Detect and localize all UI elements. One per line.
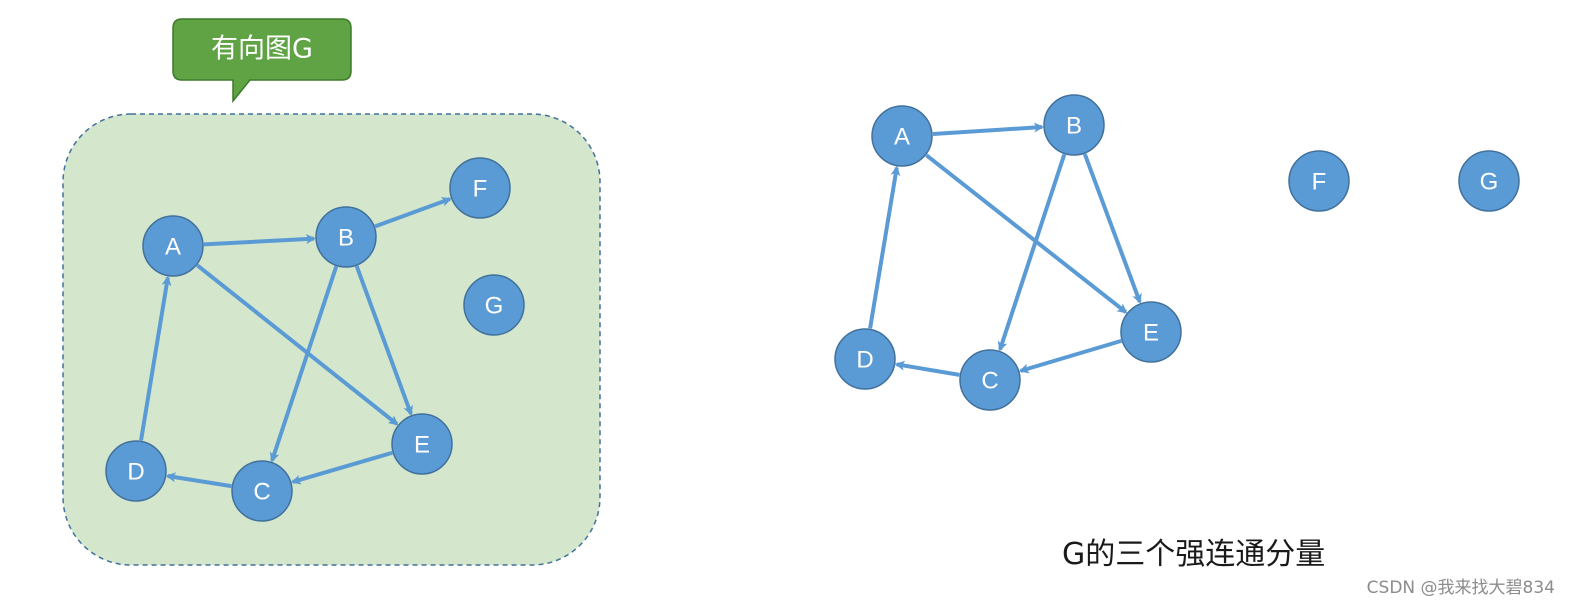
right-node-d-label: D — [856, 347, 873, 374]
left-node-f-label: F — [473, 176, 488, 203]
right-node-e: E — [1120, 301, 1182, 363]
right-node-b-circle — [1043, 94, 1105, 156]
left-node-e-label: E — [414, 432, 430, 459]
left-node-c-label: C — [253, 479, 270, 506]
left-node-g: G — [463, 274, 525, 336]
watermark: CSDN @我来找大碧834 — [1366, 578, 1555, 598]
left-graph-edges — [139, 197, 452, 489]
right-node-b: B — [1043, 94, 1105, 156]
right-node-f-label: F — [1312, 169, 1327, 196]
callout-bubble: 有向图G — [172, 18, 352, 104]
right-node-a-label: A — [894, 124, 910, 151]
left-node-a: A — [142, 215, 204, 277]
left-node-a-circle — [142, 215, 204, 277]
caption-strongly-connected-components: G的三个强连通分量 — [1062, 537, 1326, 572]
right-edge-b-to-e — [1082, 153, 1142, 304]
callout-label: 有向图G — [211, 34, 313, 65]
left-node-b: B — [315, 206, 377, 268]
right-edge-b-to-c — [997, 153, 1067, 352]
left-node-c-circle — [231, 460, 293, 522]
left-edge-e-to-c — [290, 450, 393, 485]
left-edge-a-to-e — [196, 263, 399, 426]
left-edge-b-to-e — [354, 265, 413, 416]
left-node-e: E — [391, 413, 453, 475]
graph-region-panel — [62, 113, 601, 566]
right-node-c-label: C — [981, 368, 998, 395]
right-node-g: G — [1458, 150, 1520, 212]
right-edge-a-to-e — [925, 153, 1128, 314]
right-graph-nodes: A B F G E D C — [834, 94, 1520, 411]
left-edge-c-to-d — [165, 472, 232, 489]
left-node-c: C — [231, 460, 293, 522]
right-node-d: D — [834, 328, 896, 390]
right-node-a-circle — [871, 105, 933, 167]
right-node-d-circle — [834, 328, 896, 390]
left-graph-nodes: A B F G E D C — [105, 157, 525, 522]
right-node-g-circle — [1458, 150, 1520, 212]
left-node-g-label: G — [485, 293, 504, 320]
right-edge-a-to-b — [932, 122, 1045, 137]
left-node-f: F — [449, 157, 511, 219]
left-edge-d-to-a — [139, 275, 172, 441]
left-node-b-label: B — [338, 225, 354, 252]
left-node-d-label: D — [127, 459, 144, 486]
right-node-e-label: E — [1143, 320, 1159, 347]
left-node-g-circle — [463, 274, 525, 336]
right-edge-c-to-d — [894, 360, 960, 377]
left-edge-b-to-c — [269, 265, 339, 463]
left-node-e-circle — [391, 413, 453, 475]
right-graph-edges — [868, 122, 1142, 377]
right-node-f-circle — [1288, 150, 1350, 212]
left-node-f-circle — [449, 157, 511, 219]
right-node-c: C — [959, 349, 1021, 411]
right-edge-e-to-c — [1018, 338, 1122, 374]
left-edge-b-to-f — [374, 197, 452, 229]
right-node-b-label: B — [1066, 113, 1082, 140]
right-edge-d-to-a — [868, 165, 901, 329]
left-edge-a-to-b — [203, 234, 317, 247]
left-node-b-circle — [315, 206, 377, 268]
right-node-g-label: G — [1480, 169, 1499, 196]
left-node-d-circle — [105, 440, 167, 502]
right-node-c-circle — [959, 349, 1021, 411]
right-node-f: F — [1288, 150, 1350, 212]
right-node-e-circle — [1120, 301, 1182, 363]
left-node-a-label: A — [165, 234, 181, 261]
left-node-d: D — [105, 440, 167, 502]
right-node-a: A — [871, 105, 933, 167]
